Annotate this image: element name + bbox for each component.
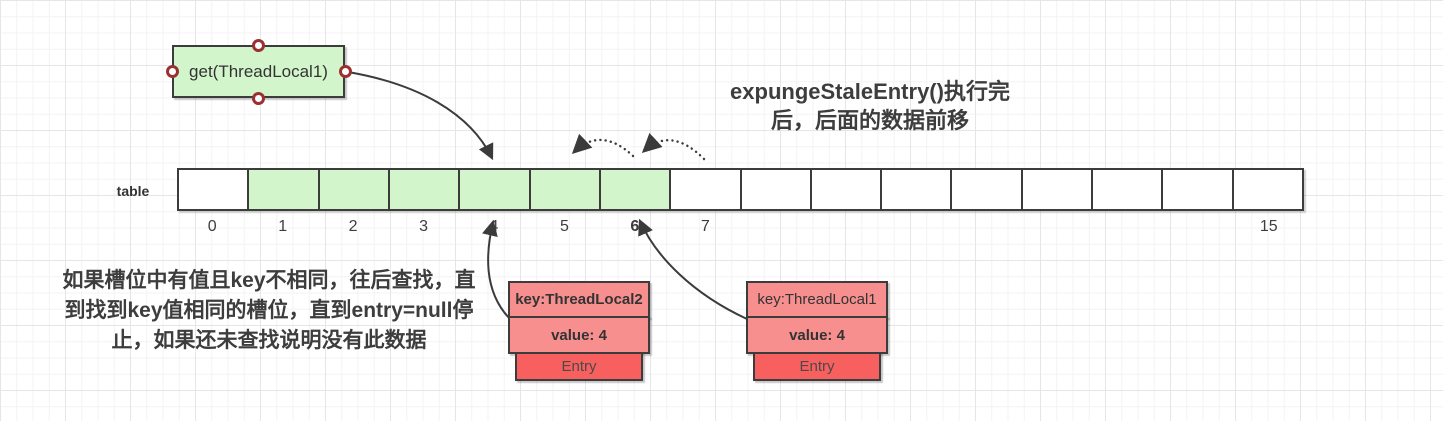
diagram-title-line1: expungeStaleEntry()执行完 [730, 79, 1010, 104]
cell-index-15: 15 [1259, 218, 1278, 235]
entry-value[interactable]: value: 4 [746, 316, 888, 354]
table-cell-6[interactable] [598, 170, 670, 209]
entry-key[interactable]: key:ThreadLocal2 [508, 281, 650, 318]
table-cell-12[interactable] [1020, 170, 1092, 209]
table-cell-15[interactable] [1231, 170, 1302, 209]
table-cell-9[interactable] [809, 170, 881, 209]
cell-index-6: 6 [630, 218, 640, 235]
connection-handle-right[interactable] [338, 65, 352, 78]
cell-index-12 [1022, 218, 1092, 236]
cell-index-3: 3 [419, 218, 428, 235]
cell-index-14 [1163, 218, 1233, 236]
cell-index-0: 0 [207, 218, 217, 235]
table-cell-7[interactable] [669, 170, 740, 209]
get-threadlocal-label: get(ThreadLocal1) [189, 61, 328, 81]
table-row [177, 168, 1304, 211]
entry-tag[interactable]: Entry [515, 352, 643, 381]
table-cell-3[interactable] [387, 170, 459, 209]
index-row: 0 1 2 3 4 5 6 7 15 [177, 218, 1304, 236]
entry-key[interactable]: key:ThreadLocal1 [746, 281, 888, 318]
entry-tag[interactable]: Entry [753, 352, 881, 381]
table-cell-14[interactable] [1161, 170, 1232, 209]
table-cell-4[interactable] [458, 170, 529, 209]
cell-index-9 [811, 218, 881, 236]
cell-index-1: 1 [278, 218, 288, 235]
cell-index-2: 2 [348, 218, 358, 235]
entry-box-threadlocal2[interactable]: key:ThreadLocal2 value: 4 Entry [508, 281, 650, 381]
cell-index-7: 7 [700, 218, 710, 235]
arrow-get-to-slot4 [347, 71, 494, 161]
note-line3: 止，如果还未查找说明没有此数据 [111, 329, 427, 352]
diagram-title: expungeStaleEntry()执行完 后，后面的数据前移 [690, 77, 1050, 135]
entry-value[interactable]: value: 4 [508, 316, 650, 354]
shift-arc-slot6-to-slot5 [571, 133, 635, 158]
cell-index-10 [881, 218, 951, 236]
cell-index-8 [741, 218, 811, 236]
table-cell-1[interactable] [247, 170, 318, 209]
table-cell-11[interactable] [950, 170, 1021, 209]
shift-arc-slot7-to-slot6 [641, 132, 706, 161]
table-cell-8[interactable] [739, 170, 810, 209]
get-threadlocal-shape[interactable]: get(ThreadLocal1) [172, 45, 345, 98]
table-cell-2[interactable] [317, 170, 388, 209]
note-line1: 如果槽位中有值且key不相同，往后查找，直 [62, 269, 476, 292]
cell-index-13 [1093, 218, 1163, 236]
cell-index-11 [952, 218, 1022, 236]
table-label: table [116, 183, 150, 199]
diagram-title-line2: 后，后面的数据前移 [770, 108, 969, 133]
table-cell-5[interactable] [528, 170, 599, 209]
table-cell-10[interactable] [880, 170, 951, 209]
connection-handle-bottom[interactable] [252, 91, 265, 105]
cell-index-4: 4 [489, 218, 499, 235]
note-text: 如果槽位中有值且key不相同，往后查找，直 到找到key值相同的槽位，直到ent… [28, 266, 510, 356]
connection-handle-left[interactable] [165, 65, 179, 78]
entry-box-threadlocal1[interactable]: key:ThreadLocal1 value: 4 Entry [746, 281, 888, 381]
table-cell-13[interactable] [1091, 170, 1162, 209]
connection-handle-top[interactable] [252, 38, 265, 52]
note-line2: 到找到key值相同的槽位，直到entry=null停 [64, 299, 474, 322]
table-cell-0[interactable] [179, 170, 248, 209]
cell-index-5: 5 [559, 218, 569, 235]
